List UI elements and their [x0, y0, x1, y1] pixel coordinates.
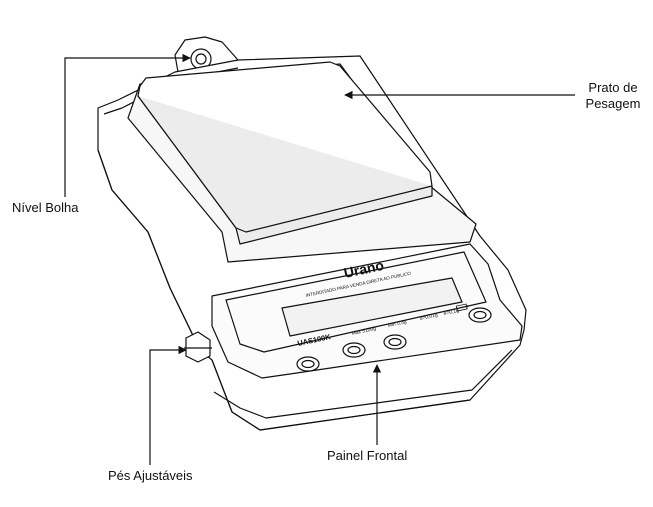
pan-label-line2: Pesagem	[585, 96, 641, 111]
body-lower-rim	[213, 349, 513, 419]
tare-button-inner	[473, 310, 487, 320]
battery-icon	[455, 303, 469, 312]
weighing-pan-edge	[137, 95, 433, 245]
adjustable-foot	[185, 331, 211, 363]
leader-lines	[64, 53, 575, 465]
pan-label: Prato de Pesagem	[578, 80, 648, 112]
scale-illustration	[97, 36, 527, 431]
spec-e: e=0,1g	[443, 308, 460, 317]
spec-max: Max 5100g	[351, 326, 377, 337]
cal-button-inner	[388, 337, 402, 347]
bubble-level-label: Nível Bolha	[12, 200, 79, 215]
front-panel-inner	[225, 251, 487, 353]
bubble-level-bubble	[195, 53, 207, 65]
weighing-pan-lip	[235, 185, 433, 233]
display-window	[281, 277, 463, 337]
power-button-inner	[301, 359, 315, 369]
body-side-edge	[97, 149, 201, 351]
mode-button-inner	[347, 345, 361, 355]
body-bottom-edge	[211, 359, 471, 431]
adjustable-feet-label: Pés Ajustáveis	[108, 468, 193, 483]
spec-min: Min 0,5g	[387, 319, 407, 329]
spec-d: d=0,01g	[419, 312, 438, 322]
front-panel-label: Painel Frontal	[327, 448, 408, 463]
bubble-level-leader	[64, 53, 191, 197]
feet-leader	[149, 345, 187, 465]
pan-label-line1: Prato de	[588, 80, 638, 95]
